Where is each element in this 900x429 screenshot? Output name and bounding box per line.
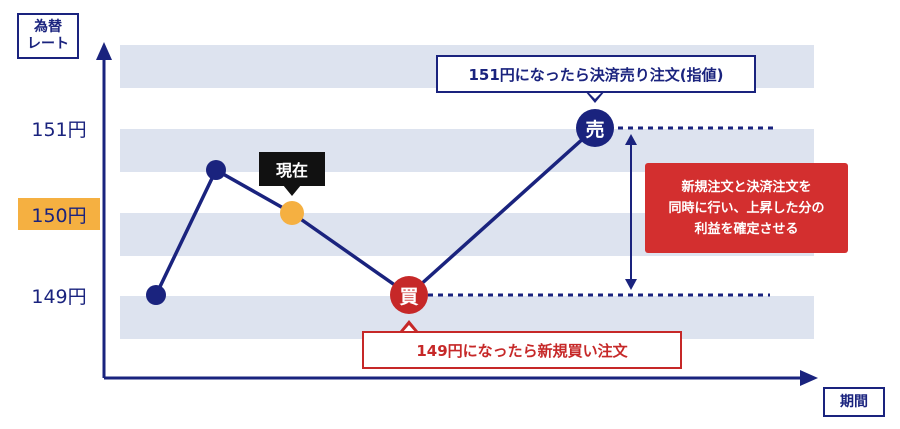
current-tag: 現在 <box>259 152 325 186</box>
x-axis-label: 期間 <box>823 387 885 417</box>
sell-callout-pointer-fill <box>587 91 603 99</box>
buy-point <box>390 276 428 314</box>
profit-arrow-up <box>625 134 637 145</box>
buy-marker: 買 <box>399 285 419 308</box>
x-axis-arrow <box>800 370 818 386</box>
profit-note-line1: 新規注文と決済注文を <box>681 179 812 195</box>
price-tick-149: 149円 <box>31 285 87 308</box>
sell-point <box>576 109 614 147</box>
price-point <box>146 285 166 305</box>
current-tag-pointer <box>283 185 301 196</box>
y-axis-label: 為替 レート <box>17 13 79 59</box>
price-tick-151: 151円 <box>31 118 87 141</box>
y-axis-label-line2: レート <box>27 36 69 52</box>
price-point <box>206 160 226 180</box>
buy-order-callout: 149円になったら新規買い注文 <box>362 331 682 369</box>
profit-note: 新規注文と決済注文を 同時に行い、上昇した分の 利益を確定させる <box>645 163 848 253</box>
current-price-point <box>280 201 304 225</box>
sell-marker: 売 <box>585 118 605 141</box>
profit-arrow-down <box>625 279 637 290</box>
y-axis-arrow <box>96 42 112 60</box>
price-tick-150-current: 150円 <box>18 198 100 230</box>
profit-note-line3: 利益を確定させる <box>694 221 799 237</box>
profit-note-line2: 同時に行い、上昇した分の <box>668 200 825 216</box>
y-axis-label-line1: 為替 <box>34 19 62 35</box>
sell-order-callout: 151円になったら決済売り注文(指値) <box>436 55 756 93</box>
